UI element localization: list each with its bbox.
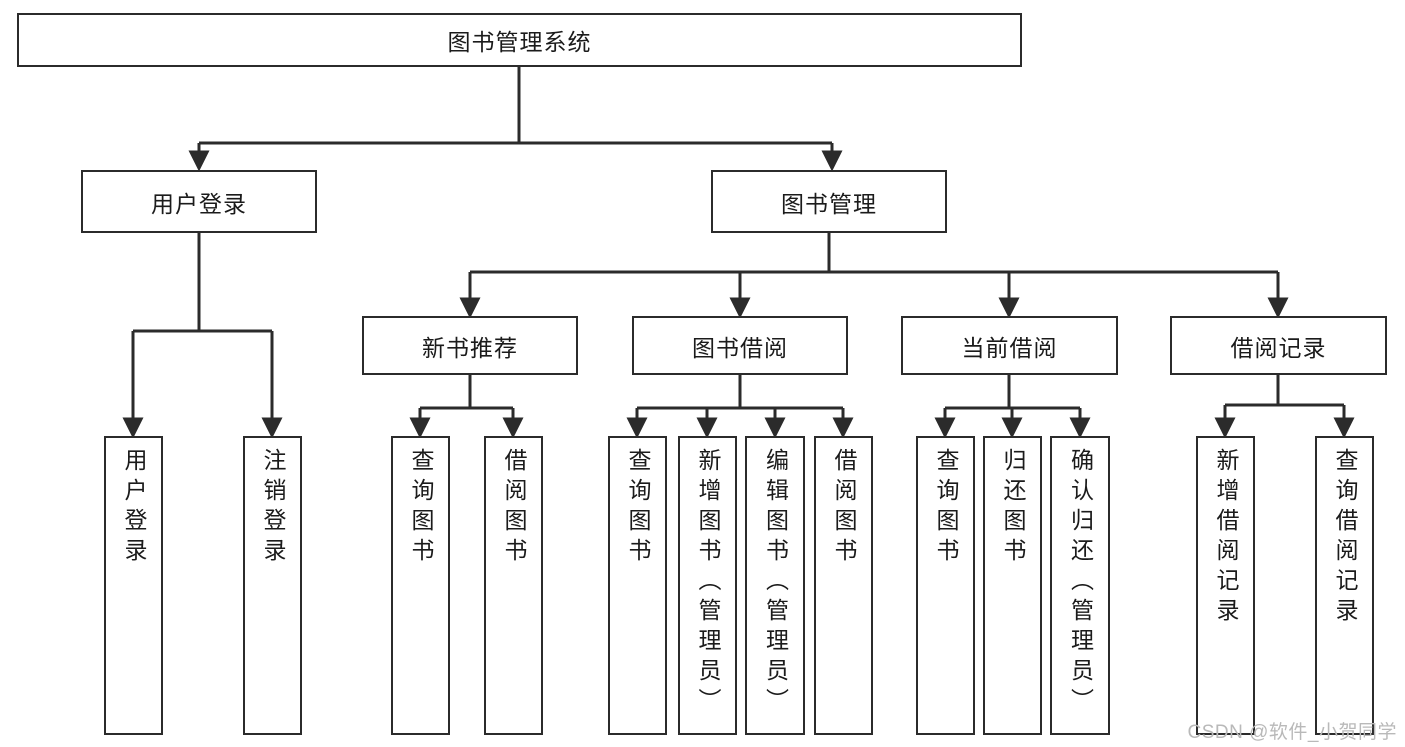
node-leaf-user-login-label: 用户登录	[121, 448, 147, 568]
node-leaf-edit-book[interactable]: 编辑图书（管理员）	[745, 436, 805, 735]
node-leaf-query-book-3[interactable]: 查询图书	[916, 436, 975, 735]
node-leaf-query-book-3-label: 查询图书	[933, 448, 959, 568]
node-root[interactable]: 图书管理系统	[17, 13, 1022, 67]
node-leaf-borrow-book-2-label: 借阅图书	[831, 448, 857, 568]
node-leaf-query-book-2[interactable]: 查询图书	[608, 436, 667, 735]
node-leaf-query-book-1[interactable]: 查询图书	[391, 436, 450, 735]
node-leaf-confirm-return[interactable]: 确认归还（管理员）	[1050, 436, 1110, 735]
node-book-borrow[interactable]: 图书借阅	[632, 316, 848, 375]
node-book-manage-label: 图书管理	[781, 190, 877, 217]
node-root-label: 图书管理系统	[447, 29, 592, 55]
node-leaf-query-record-label: 查询借阅记录	[1332, 448, 1358, 628]
node-current-borrow[interactable]: 当前借阅	[901, 316, 1118, 375]
node-user-login[interactable]: 用户登录	[81, 170, 317, 233]
node-leaf-add-record-label: 新增借阅记录	[1213, 448, 1239, 628]
watermark-text: CSDN @软件_小贺同学	[1187, 722, 1397, 743]
node-leaf-confirm-return-label: 确认归还（管理员）	[1067, 448, 1094, 718]
node-book-manage[interactable]: 图书管理	[711, 170, 947, 233]
node-new-book-rec-label: 新书推荐	[422, 334, 518, 361]
node-new-book-rec[interactable]: 新书推荐	[362, 316, 578, 375]
node-leaf-user-login[interactable]: 用户登录	[104, 436, 163, 735]
node-leaf-logout[interactable]: 注销登录	[243, 436, 302, 735]
node-leaf-borrow-book-2[interactable]: 借阅图书	[814, 436, 873, 735]
node-user-login-label: 用户登录	[151, 190, 247, 217]
node-leaf-borrow-book-1[interactable]: 借阅图书	[484, 436, 543, 735]
node-leaf-return-book[interactable]: 归还图书	[983, 436, 1042, 735]
node-leaf-return-book-label: 归还图书	[1000, 448, 1026, 568]
node-leaf-query-book-1-label: 查询图书	[408, 448, 434, 568]
node-current-borrow-label: 当前借阅	[961, 334, 1058, 361]
node-borrow-record[interactable]: 借阅记录	[1170, 316, 1387, 375]
node-leaf-add-book-label: 新增图书（管理员）	[695, 448, 721, 718]
node-borrow-record-label: 借阅记录	[1230, 334, 1327, 361]
node-leaf-add-book[interactable]: 新增图书（管理员）	[678, 436, 737, 735]
node-leaf-borrow-book-1-label: 借阅图书	[501, 448, 527, 568]
node-leaf-add-record[interactable]: 新增借阅记录	[1196, 436, 1255, 735]
node-leaf-query-book-2-label: 查询图书	[625, 448, 651, 568]
node-leaf-query-record[interactable]: 查询借阅记录	[1315, 436, 1374, 735]
node-book-borrow-label: 图书借阅	[692, 334, 788, 361]
node-leaf-logout-label: 注销登录	[260, 448, 286, 568]
node-leaf-edit-book-label: 编辑图书（管理员）	[762, 448, 789, 718]
